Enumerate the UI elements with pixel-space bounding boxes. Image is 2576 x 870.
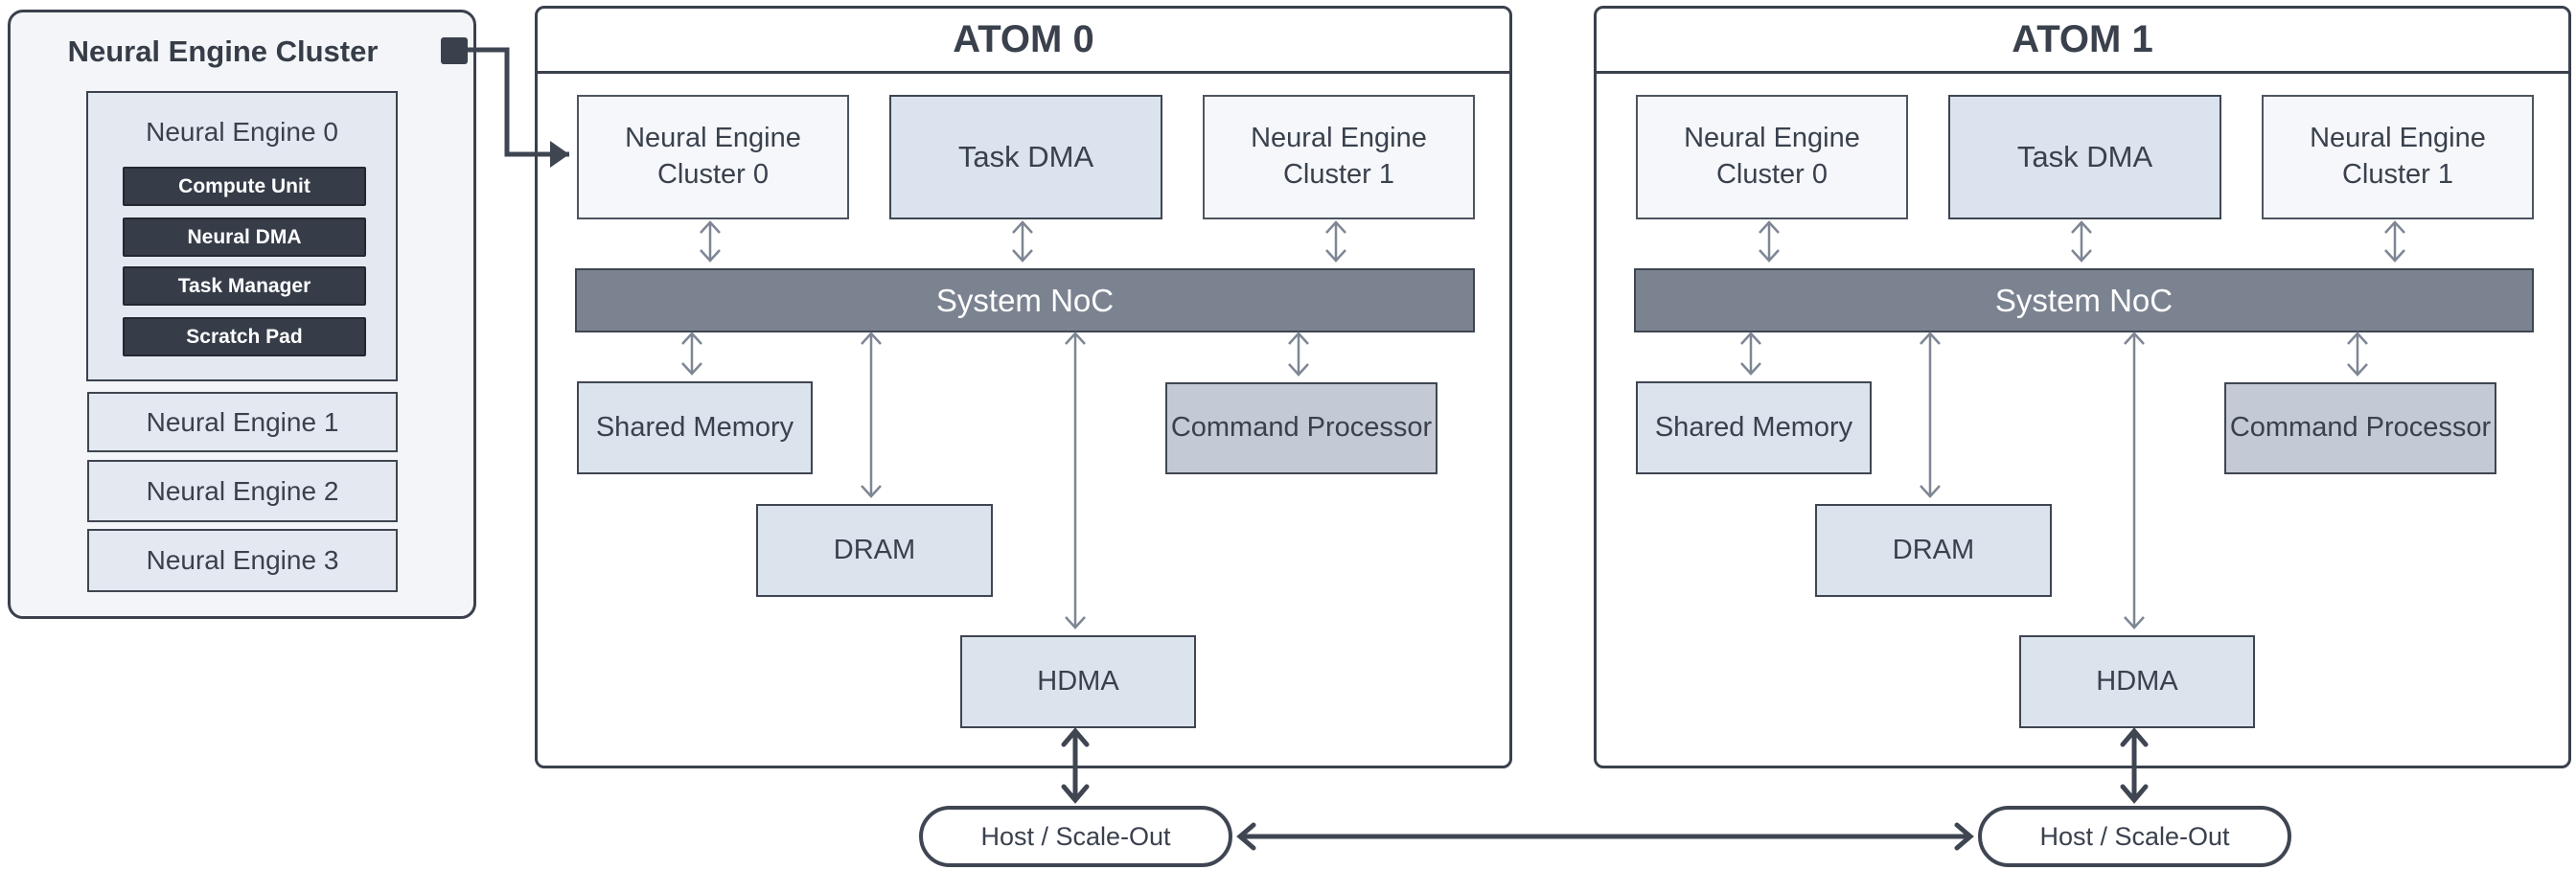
atom-1-neural-engine-cluster-1-box: Neural Engine Cluster 1 bbox=[2262, 95, 2534, 219]
atom-1-box: ATOM 1 Neural Engine Cluster 0 Task DMA … bbox=[1594, 6, 2571, 768]
neural-engine-0-box: Neural Engine 0 Compute Unit Neural DMA … bbox=[86, 91, 398, 381]
atom-1-task-dma-box: Task DMA bbox=[1948, 95, 2221, 219]
neural-engine-2-box: Neural Engine 2 bbox=[87, 460, 398, 522]
atom-1-neural-engine-cluster-0-box: Neural Engine Cluster 0 bbox=[1636, 95, 1908, 219]
chip-task-manager: Task Manager bbox=[123, 266, 366, 306]
legend-panel: Neural Engine Cluster Neural Engine 0 Co… bbox=[8, 10, 476, 619]
legend-connector-square-icon bbox=[441, 37, 468, 64]
neural-engine-0-title: Neural Engine 0 bbox=[146, 117, 338, 147]
atom-1-title: ATOM 1 bbox=[1597, 9, 2568, 74]
atom-1-shared-memory-box: Shared Memory bbox=[1636, 381, 1872, 474]
neural-engine-3-box: Neural Engine 3 bbox=[87, 529, 398, 592]
chip-scratch-pad: Scratch Pad bbox=[123, 317, 366, 356]
atom-0-neural-engine-cluster-1-box: Neural Engine Cluster 1 bbox=[1203, 95, 1475, 219]
atom-0-command-processor-box: Command Processor bbox=[1165, 382, 1438, 474]
atom-0-task-dma-box: Task DMA bbox=[889, 95, 1162, 219]
atom-1-system-noc-bar: System NoC bbox=[1634, 268, 2534, 332]
atom-1-dram-box: DRAM bbox=[1815, 504, 2052, 597]
atom-0-neural-engine-cluster-0-box: Neural Engine Cluster 0 bbox=[577, 95, 849, 219]
atom-0-dram-box: DRAM bbox=[756, 504, 993, 597]
host-scale-out-pill-atom0: Host / Scale-Out bbox=[919, 806, 1232, 867]
atom-0-shared-memory-box: Shared Memory bbox=[577, 381, 813, 474]
atom-1-hdma-box: HDMA bbox=[2019, 635, 2255, 728]
atom-0-hdma-box: HDMA bbox=[960, 635, 1196, 728]
atom-0-title: ATOM 0 bbox=[538, 9, 1509, 74]
chip-compute-unit: Compute Unit bbox=[123, 167, 366, 206]
atom-0-system-noc-bar: System NoC bbox=[575, 268, 1475, 332]
atom-0-box: ATOM 0 Neural Engine Cluster 0 Task DMA … bbox=[535, 6, 1512, 768]
legend-title: Neural Engine Cluster bbox=[67, 34, 379, 68]
chip-neural-dma: Neural DMA bbox=[123, 218, 366, 257]
host-scale-out-pill-atom1: Host / Scale-Out bbox=[1978, 806, 2291, 867]
neural-engine-1-box: Neural Engine 1 bbox=[87, 392, 398, 452]
atom-1-command-processor-box: Command Processor bbox=[2224, 382, 2496, 474]
